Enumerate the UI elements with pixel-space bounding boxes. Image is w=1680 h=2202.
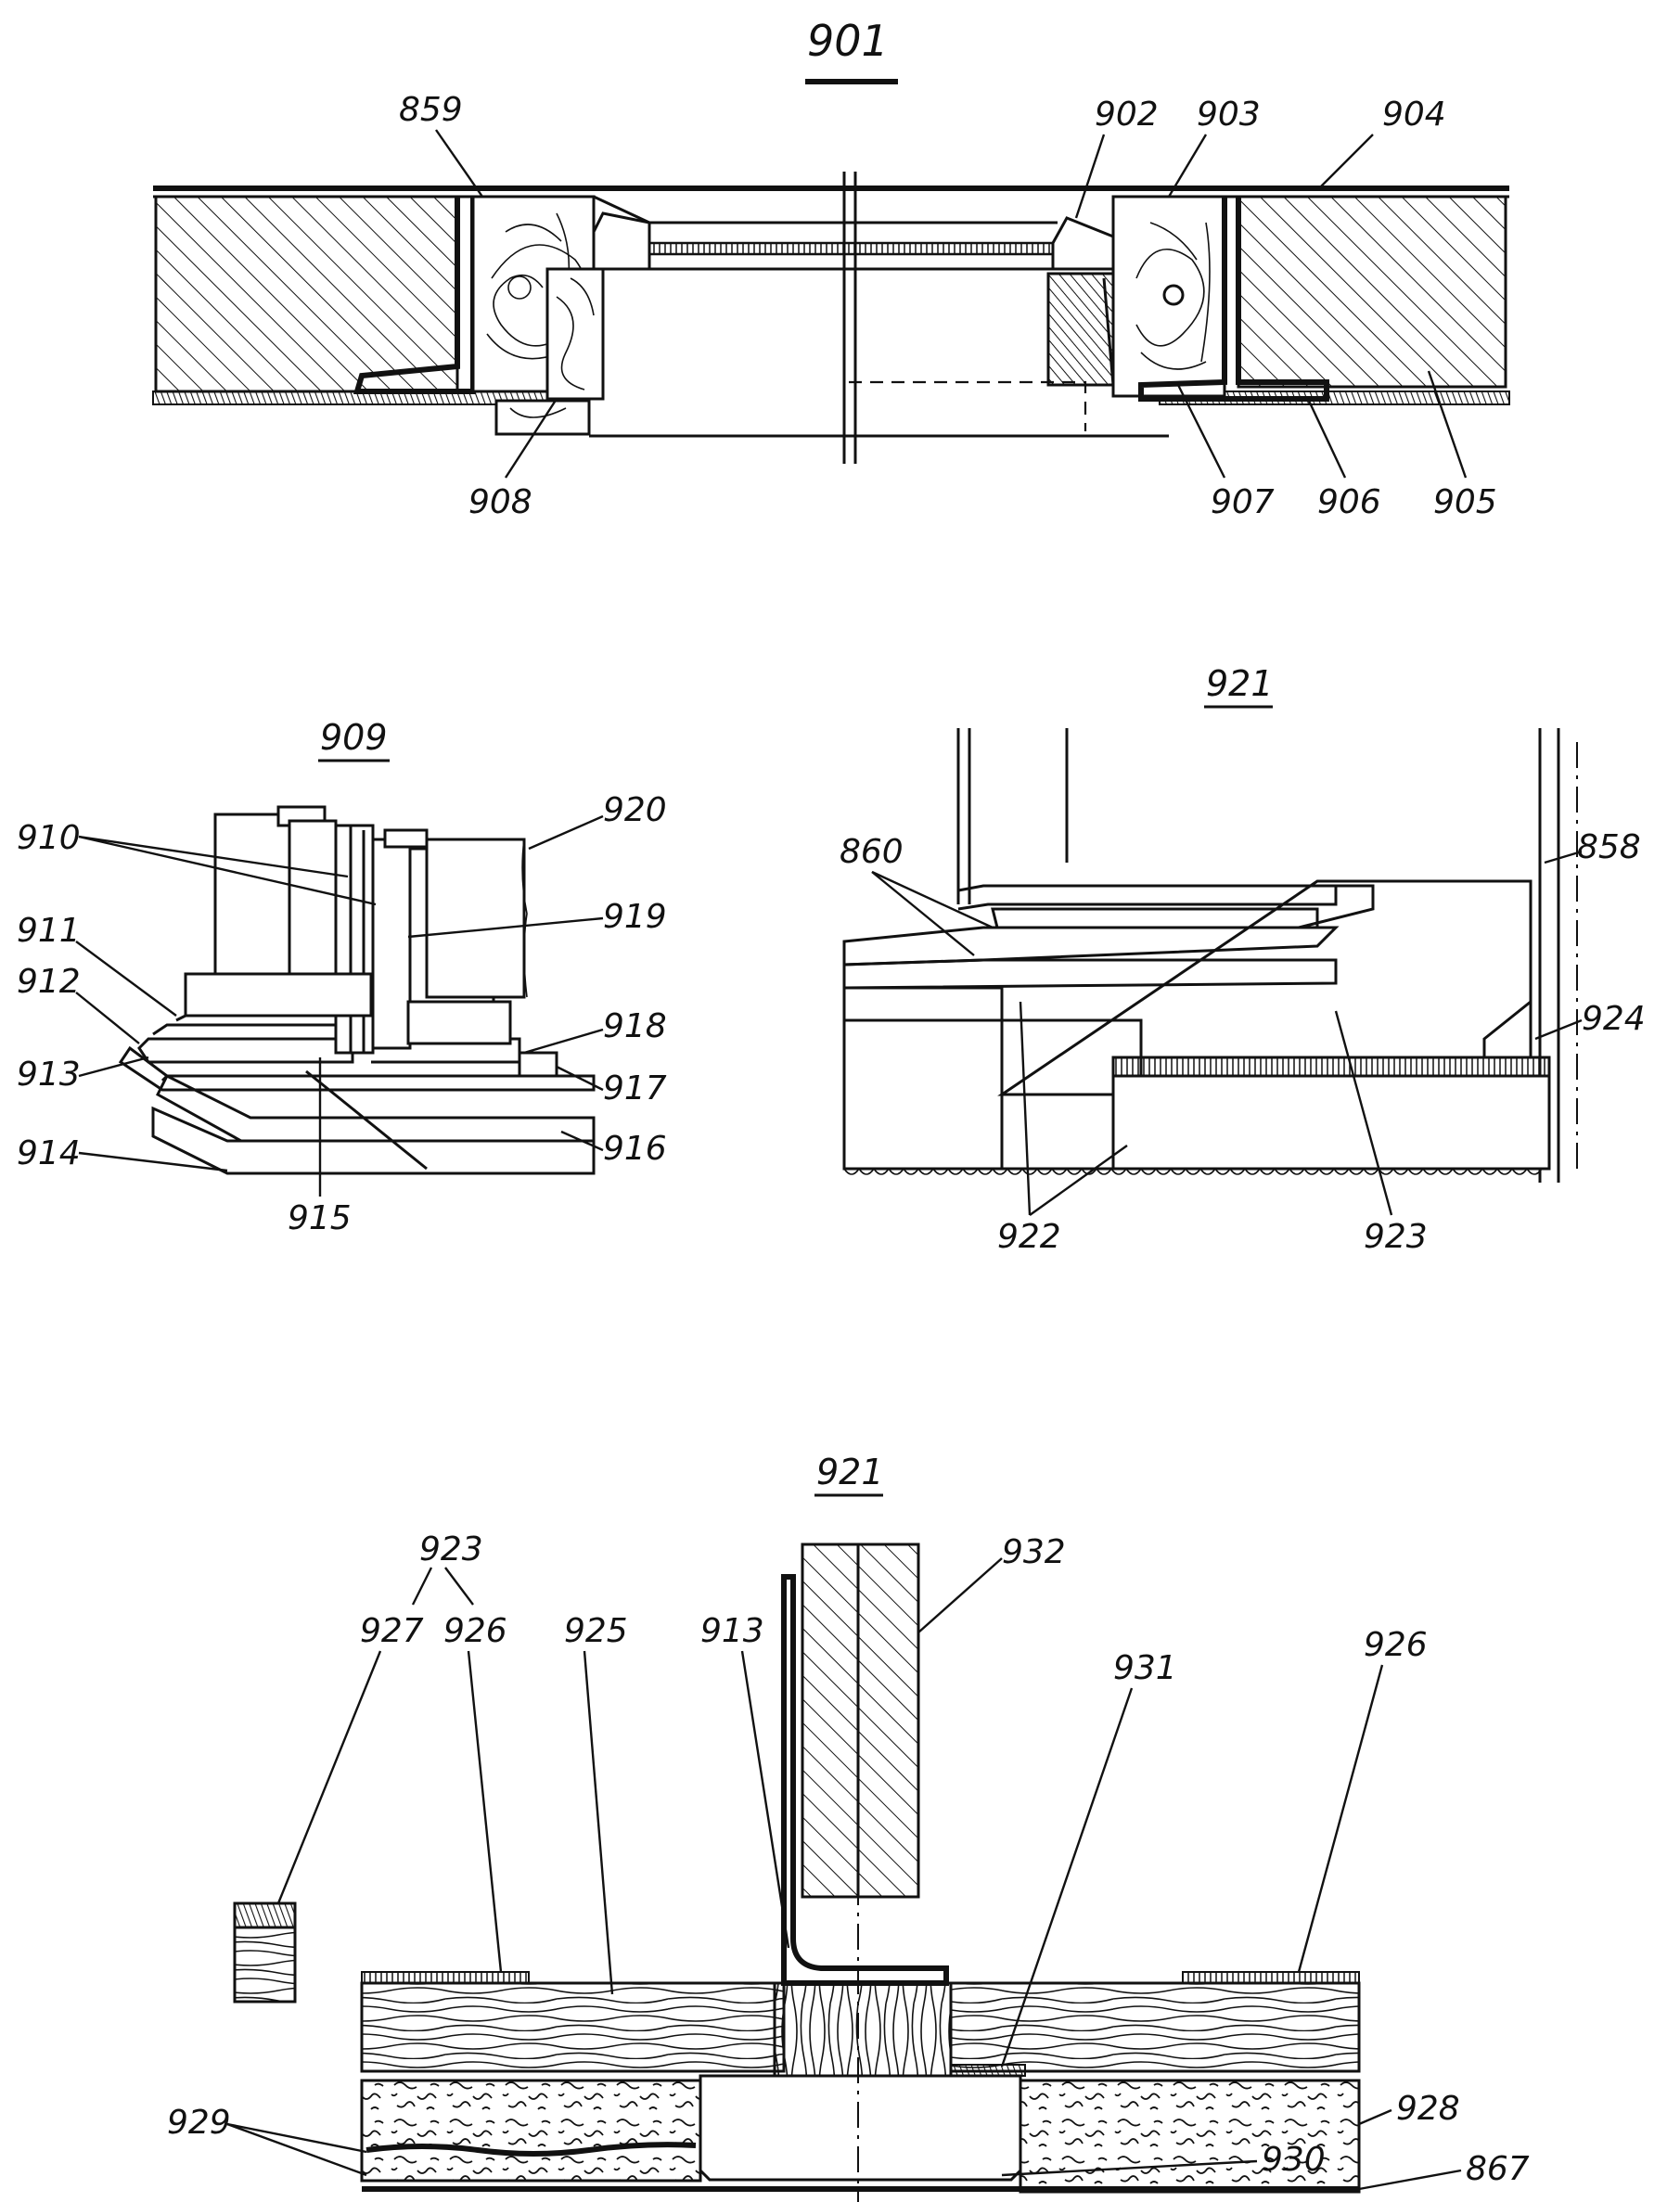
label-905: 905	[1433, 483, 1497, 521]
label-917: 917	[603, 1069, 667, 1107]
figure-901: 901	[152, 16, 1510, 521]
label-858: 858	[1577, 828, 1641, 866]
shim-931	[950, 2064, 1026, 2077]
floor-layer-916	[156, 1073, 596, 1143]
label-930: 930	[1262, 2141, 1326, 2179]
label-920: 920	[603, 791, 667, 829]
foam-928-left	[360, 2079, 702, 2183]
profile-910	[334, 824, 375, 1055]
label-911: 911	[17, 912, 81, 950]
sample-927	[233, 1901, 297, 1929]
threshold-860	[991, 907, 1319, 929]
label-925: 925	[564, 1612, 628, 1650]
label-912: 912	[17, 963, 81, 1001]
label-902: 902	[1095, 96, 1159, 134]
figure-909: 909 910 911 912	[17, 717, 667, 1237]
label-867: 867	[1466, 2150, 1530, 2188]
glass-pane	[648, 241, 1055, 256]
label-915: 915	[288, 1199, 352, 1237]
insulation-panel-left	[154, 195, 459, 393]
label-927: 927	[360, 1612, 424, 1650]
insulation-panel-905	[1237, 195, 1507, 389]
label-914: 914	[17, 1134, 81, 1172]
board-922	[842, 986, 1004, 1022]
wood-frame-903	[1111, 195, 1226, 398]
label-919: 919	[603, 898, 667, 936]
figure-921-perspective: 921 860 858 924 922	[840, 663, 1646, 1256]
label-907: 907	[1211, 483, 1275, 521]
label-926-right: 926	[1364, 1626, 1428, 1664]
label-913: 913	[17, 1056, 81, 1094]
label-932: 932	[1002, 1533, 1066, 1571]
label-928: 928	[1396, 2090, 1460, 2128]
strip-926-left	[361, 1971, 530, 1984]
right-z-profile-906	[1138, 197, 1329, 402]
step-913	[118, 1045, 596, 1092]
figure-921-section: 921	[233, 1452, 1361, 2202]
board-925	[360, 1981, 786, 2073]
label-918: 918	[603, 1007, 667, 1045]
glazing-stop-left	[592, 211, 651, 271]
label-904: 904	[1382, 96, 1446, 134]
label-923-bottom: 923	[419, 1530, 483, 1568]
figure-921-section-labels: 923 927 926 925 913 932 931 926 928 929 …	[167, 1530, 1530, 2191]
corner-trim-924	[1482, 998, 1533, 1059]
label-922: 922	[997, 1218, 1061, 1256]
label-931: 931	[1113, 1649, 1177, 1687]
plate-917	[518, 1051, 558, 1078]
foam-928-right	[1019, 2079, 1361, 2194]
label-908: 908	[468, 483, 532, 521]
wall-920	[425, 838, 526, 999]
figure-909-title: 909	[320, 717, 388, 758]
label-913-bottom: 913	[700, 1612, 764, 1650]
bracket-913	[781, 1574, 949, 1986]
label-923: 923	[1364, 1218, 1428, 1256]
label-906: 906	[1317, 483, 1381, 521]
post-932	[801, 1543, 920, 1899]
beam-center	[699, 2074, 1022, 2182]
label-926-left: 926	[443, 1612, 507, 1650]
label-903: 903	[1197, 96, 1261, 134]
label-916: 916	[603, 1130, 667, 1168]
strip-926-right	[1182, 1971, 1360, 1984]
label-859: 859	[399, 91, 463, 129]
label-860: 860	[840, 833, 904, 871]
label-910: 910	[17, 819, 81, 857]
sill-908	[545, 267, 605, 401]
glazing-stop-902	[1051, 216, 1115, 271]
figure-901-title: 901	[807, 16, 889, 66]
figure-921-title-bottom: 921	[816, 1452, 884, 1492]
label-929: 929	[167, 2104, 231, 2142]
figure-921-title-top: 921	[1206, 663, 1274, 704]
label-924: 924	[1582, 1000, 1646, 1038]
